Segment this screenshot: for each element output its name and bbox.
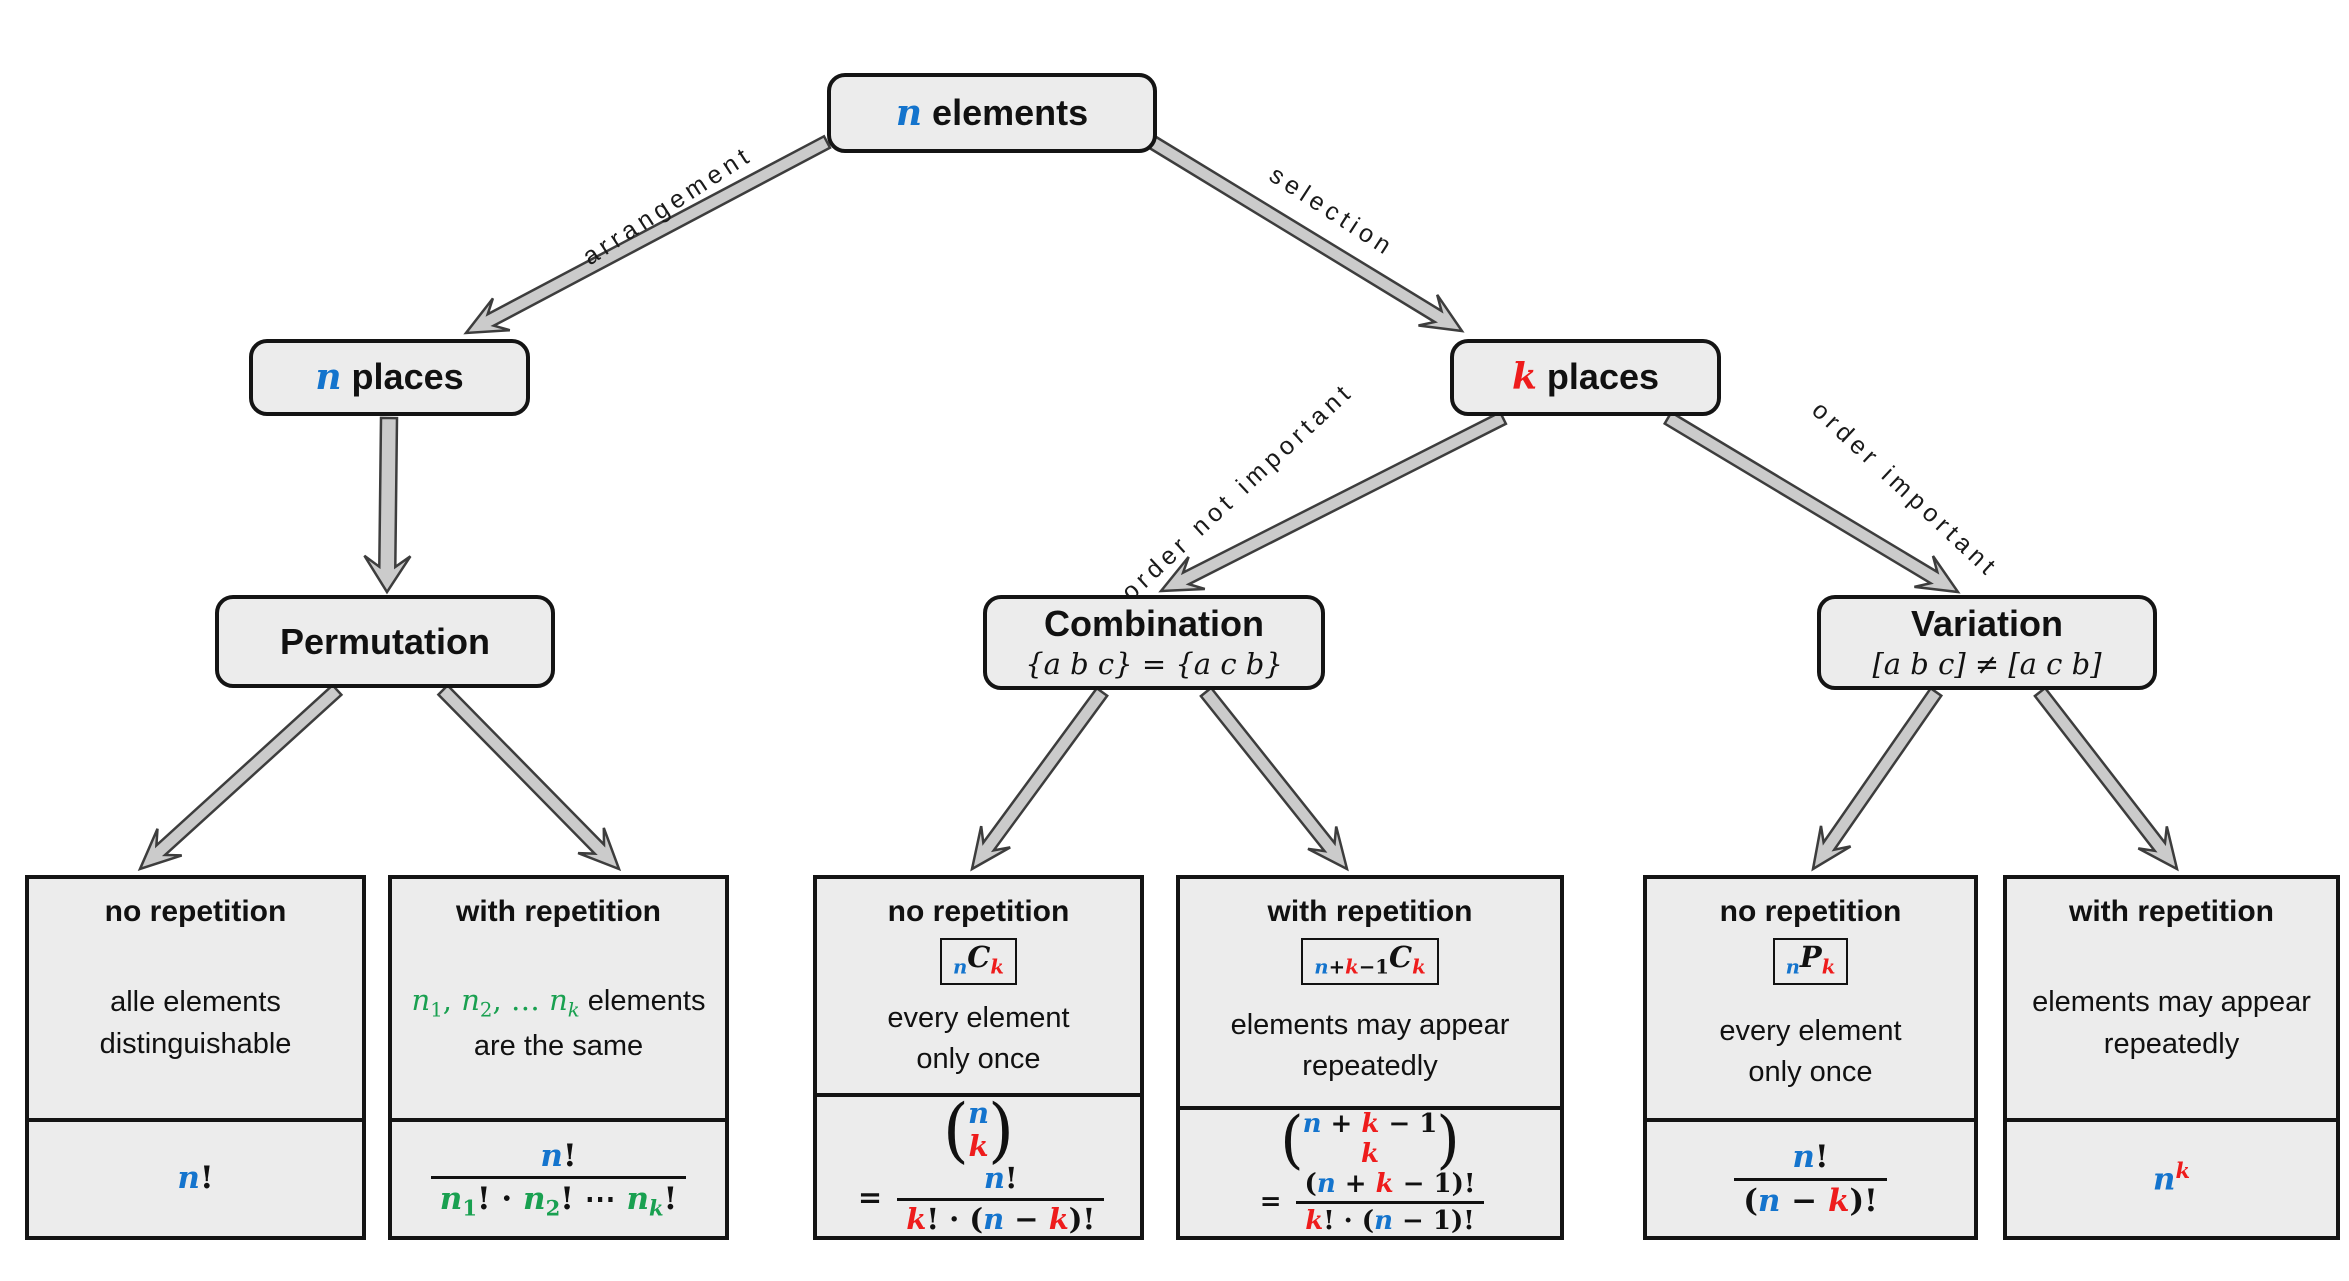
leaf-description-line: n1, n2, … nk elements (411, 982, 706, 1022)
leaf-description-line: elements may appear (2032, 986, 2311, 1019)
leaf-top-section: with repetition n1, n2, … nk elements ar… (392, 879, 725, 1118)
leaf-description: every element only once (1647, 985, 1974, 1118)
arrow-k-places-to-variation (1662, 410, 1961, 594)
leaf-formula-section: n! (29, 1118, 362, 1236)
leaf-formula-section: n!(n − k)! (1647, 1118, 1974, 1236)
leaf-top-section: with repetition n+k−1Ck elements may app… (1180, 879, 1560, 1106)
arrow-permutation-to-with-repetition (436, 683, 622, 872)
arrow-elements-to-k-places (1146, 134, 1465, 333)
leaf-title: with repetition (456, 895, 661, 928)
node-combination-subtitle: {a b c} = {a c b} (1025, 646, 1283, 681)
arrow-k-places-to-combination (1158, 410, 1508, 593)
leaf-top-section: no repetition nCk every element only onc… (817, 879, 1140, 1093)
leaf-description-line: only once (1748, 1055, 1873, 1088)
node-permutation-title: Permutation (279, 620, 491, 662)
leaf-description-line: alle elements (110, 986, 281, 1019)
notation-badge-nCk: nCk (939, 938, 1018, 985)
node-variation-title: Variation (1910, 603, 2064, 645)
leaf-formula-section: nk (2007, 1118, 2336, 1236)
leaf-description-line: every element (887, 1001, 1070, 1034)
node-n-places-title: n places (315, 356, 464, 399)
node-variation: Variation [a b c] ≠ [a c b] (1817, 595, 2157, 690)
leaf-description: every element only once (817, 985, 1140, 1093)
leaf-description-line: repeatedly (2103, 1027, 2240, 1060)
leaf-title: with repetition (2069, 895, 2274, 928)
leaf-combination-with-repetition: with repetition n+k−1Ck elements may app… (1176, 875, 1564, 1240)
node-n-elements-title: n elements (895, 91, 1089, 134)
node-combination-title: Combination (1044, 603, 1264, 645)
leaf-top-section: with repetition elements may appear repe… (2007, 879, 2336, 1118)
node-combination: Combination {a b c} = {a c b} (983, 595, 1325, 690)
arrow-variation-to-no-repetition (1811, 686, 1944, 872)
arrow-combination-to-with-repetition (1199, 686, 1349, 872)
leaf-top-section: no repetition nPk every element only onc… (1647, 879, 1974, 1118)
notation-badge-nPk: nPk (1772, 938, 1849, 985)
node-n-elements: n elements (827, 73, 1157, 153)
formula-n-factorial: n! (177, 1160, 214, 1197)
arrow-permutation-to-no-repetition (137, 683, 344, 872)
leaf-description-line: repeatedly (1302, 1049, 1438, 1082)
node-k-places-title: k places (1511, 356, 1660, 399)
formula-n-power-k: nk (2152, 1158, 2191, 1198)
leaf-description-line: every element (1719, 1014, 1902, 1047)
leaf-description: elements may appear repeatedly (2007, 928, 2336, 1118)
notation-badge-n-plus-k-minus-1-Ck: n+k−1Ck (1301, 938, 1439, 985)
node-n-places: n places (249, 339, 530, 416)
leaf-title: no repetition (104, 895, 287, 928)
node-k-places: k places (1450, 339, 1721, 416)
leaf-formula-section: n!n1! · n2! ⋯ nk! (392, 1118, 725, 1236)
node-permutation: Permutation (215, 595, 555, 688)
formula-multinomial: n!n1! · n2! ⋯ nk! (426, 1138, 691, 1220)
leaf-combination-no-repetition: no repetition nCk every element only onc… (813, 875, 1144, 1240)
leaf-description-line: distinguishable (99, 1027, 292, 1060)
node-variation-subtitle: [a b c] ≠ [a c b] (1872, 646, 2102, 681)
leaf-title: with repetition (1267, 895, 1473, 928)
leaf-description: elements may appear repeatedly (1180, 985, 1560, 1106)
leaf-title: no repetition (887, 895, 1070, 928)
leaf-top-section: no repetition alle elements distinguisha… (29, 879, 362, 1118)
leaf-description: alle elements distinguishable (29, 928, 362, 1118)
leaf-description: n1, n2, … nk elements are the same (392, 928, 725, 1118)
leaf-description-line: only once (916, 1043, 1041, 1076)
formula-falling-factorial: n!(n − k)! (1729, 1140, 1892, 1218)
leaf-variation-with-repetition: with repetition elements may appear repe… (2003, 875, 2340, 1240)
leaf-permutation-no-repetition: no repetition alle elements distinguisha… (25, 875, 366, 1240)
arrow-n-places-to-permutation (363, 416, 412, 595)
leaf-description-line: are the same (473, 1029, 644, 1062)
arrow-elements-to-n-places (463, 134, 832, 335)
leaf-description-line: elements may appear (1230, 1008, 1510, 1041)
arrow-variation-to-with-repetition (2033, 686, 2179, 872)
leaf-title: no repetition (1719, 895, 1902, 928)
leaf-permutation-with-repetition: with repetition n1, n2, … nk elements ar… (388, 875, 729, 1240)
arrow-combination-to-no-repetition (970, 686, 1109, 872)
leaf-variation-no-repetition: no repetition nPk every element only onc… (1643, 875, 1978, 1240)
